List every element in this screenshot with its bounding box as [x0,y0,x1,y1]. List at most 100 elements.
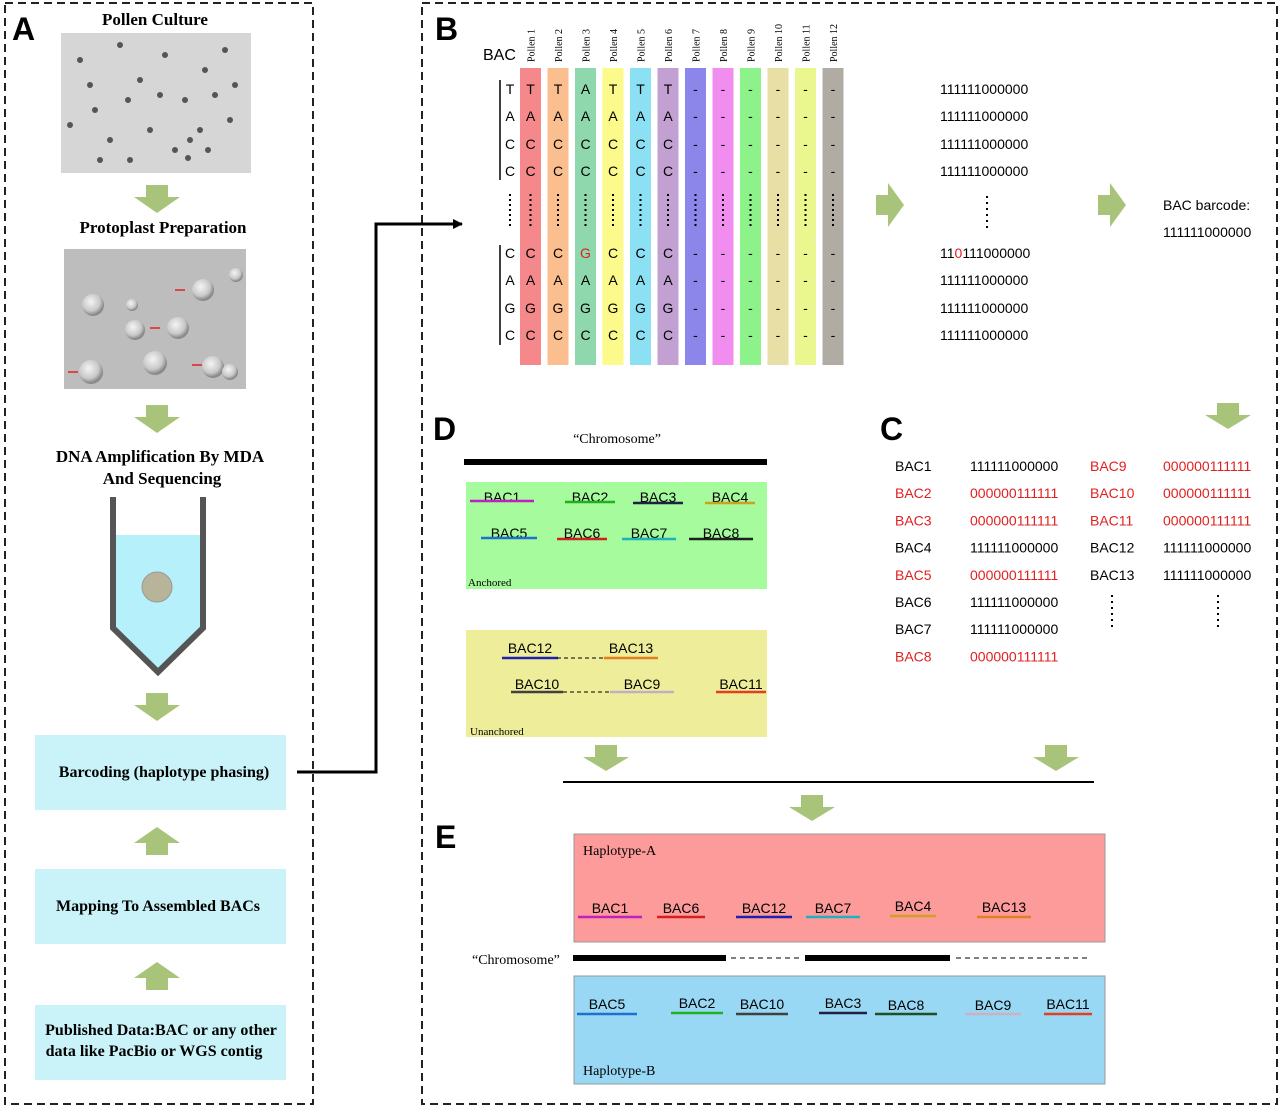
base-cell: C [663,136,673,152]
down-arrow-icon [583,745,629,771]
mapping-box [35,869,286,944]
pollen-grain [67,122,73,128]
base-cell: C [580,136,590,152]
pollen-grain [117,42,123,48]
base-cell: - [693,300,698,316]
base-cell: C [663,163,673,179]
bac-label: BAC12 [742,900,787,916]
right-arrow-icon [1098,183,1126,227]
bac-base: G [505,300,516,316]
base-cell: - [776,163,781,179]
panel-label-c: C [880,411,903,447]
base-cell: C [608,327,618,343]
base-cell: - [776,108,781,124]
pollen-grain [162,52,168,58]
bac-name: BAC5 [895,567,932,583]
protoplast-cell [167,317,189,339]
base-cell: G [580,300,591,316]
base-cell: G [663,300,674,316]
base-cell: - [721,245,726,261]
chromosome-label-d: “Chromosome” [573,432,661,447]
pollen-grain [87,82,93,88]
row-code: 111111000000 [940,163,1028,179]
base-cell: - [748,108,753,124]
pollen-grain [172,147,178,153]
row-code: 111111000000 [940,327,1028,343]
base-cell: G [635,300,646,316]
bac-name: BAC10 [1090,485,1135,501]
pollen-grain [182,97,188,103]
base-cell: - [748,245,753,261]
bac-label: BAC1 [592,900,629,916]
base-cell: C [525,327,535,343]
up-arrow-icon [134,962,180,990]
base-cell: - [748,327,753,343]
barcoding-label: Barcoding (haplotype phasing) [59,764,269,781]
protoplast-cell [192,279,214,301]
base-cell: C [635,163,645,179]
sequencing-title: And Sequencing [103,469,222,488]
bac-code: 000000111111 [970,485,1058,501]
down-arrow-icon [1033,745,1079,771]
pollen-grain [137,77,143,83]
pollen-grain [147,127,153,133]
pollen-label: Pollen 5 [637,29,648,62]
row-code: 111111000000 [940,81,1028,97]
bac-name: BAC6 [895,594,932,610]
pollen-label: Pollen 9 [747,29,758,62]
pollen-grain [222,47,228,53]
base-cell: G [553,300,564,316]
base-cell: G [525,300,536,316]
bac-barcode-value: 111111000000 [1163,224,1251,240]
bac-label: BAC3 [825,995,862,1011]
bac-code: 111111000000 [970,621,1058,637]
pollen-column [602,68,624,365]
base-cell: - [831,245,836,261]
pollen-column [520,68,541,365]
base-cell: - [831,272,836,288]
haplotype-b-label: Haplotype-B [583,1064,655,1079]
pollen-label: Pollen 8 [719,29,730,62]
base-cell: - [693,272,698,288]
row-code: 111111000000 [940,272,1028,288]
base-cell: T [609,81,618,97]
pollen-label: Pollen 7 [692,29,703,62]
base-cell: A [636,272,646,288]
base-cell: C [635,136,645,152]
bac-name: BAC9 [1090,458,1127,474]
base-cell: - [748,81,753,97]
pollen-column [547,68,569,365]
base-cell: - [693,136,698,152]
base-cell: - [776,136,781,152]
base-cell: C [663,245,673,261]
pollen-label: Pollen 12 [829,24,840,62]
pollen-grain [97,157,103,163]
base-cell: C [553,136,563,152]
bac-label: BAC10 [740,996,785,1012]
pollen-column [575,68,596,365]
base-cell: A [581,81,591,97]
bac-label: BAC13 [982,899,1027,915]
published-data-box [35,1005,286,1080]
down-arrow-icon [789,795,835,821]
bac-code: 000000111111 [970,512,1058,528]
base-cell: C [663,327,673,343]
base-cell: C [525,136,535,152]
pollen-column [630,68,651,365]
test-tube-icon [110,497,206,677]
bac-name: BAC12 [1090,540,1135,556]
bac-base: C [505,136,515,152]
bac-label: BAC5 [589,996,626,1012]
base-cell: A [553,108,563,124]
bac-label: BAC3 [640,489,677,505]
protoplast-cell [143,351,167,375]
base-cell: A [608,108,618,124]
pollen-grain [187,137,193,143]
bac-name: BAC13 [1090,567,1135,583]
base-cell: A [636,108,646,124]
pollen-label: Pollen 10 [774,24,785,62]
protoplast-cell [202,356,224,378]
protoplast-title: Protoplast Preparation [80,218,248,237]
pollen-grain [127,157,133,163]
